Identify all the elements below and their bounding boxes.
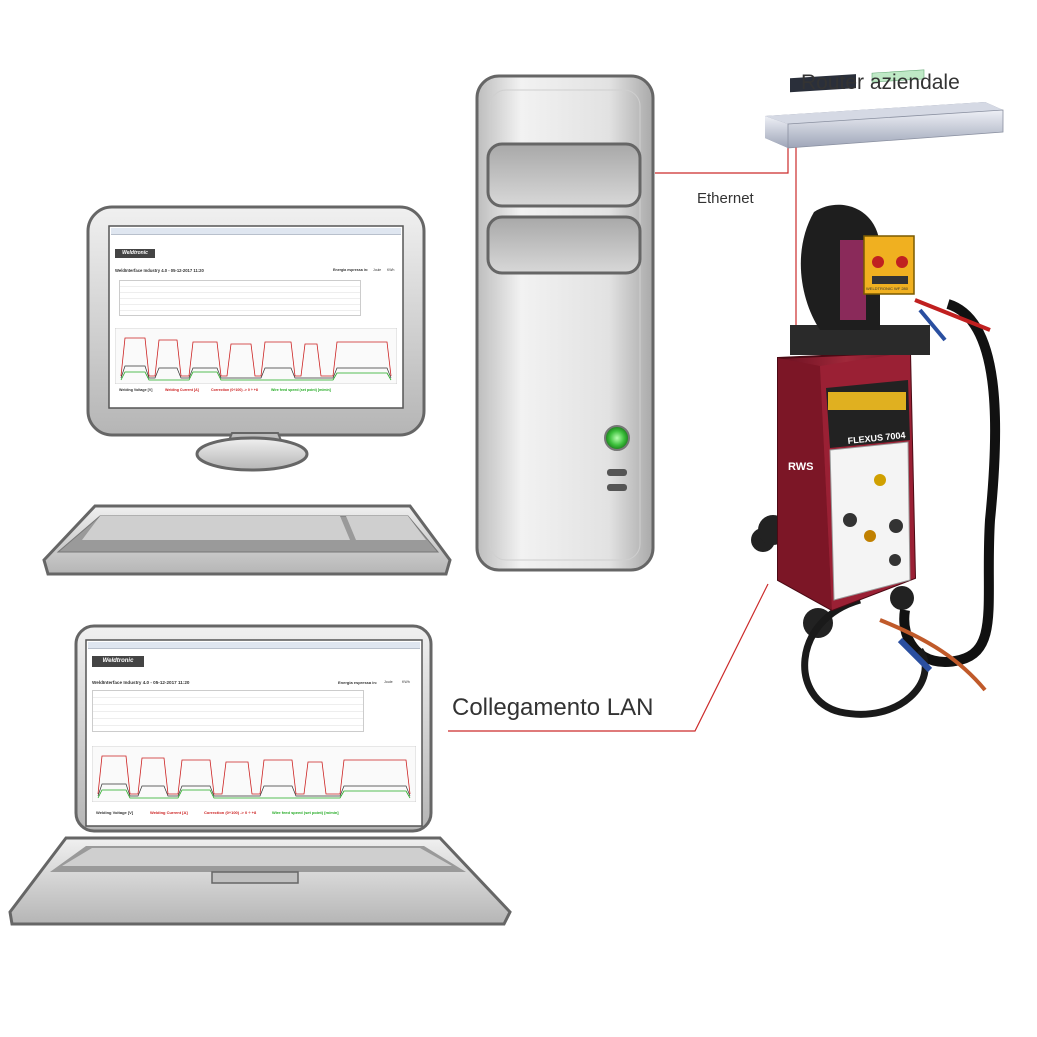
energy-unit-joule: Joule <box>373 268 382 272</box>
lan-label: Collegamento LAN <box>452 694 654 721</box>
legend-correction: Correction (0÷100) -> 0 ÷ +8 <box>211 388 258 392</box>
app-logo: Weldtronic <box>115 249 155 258</box>
tower-pc <box>475 74 655 572</box>
legend-voltage: Welding Voltage [V] <box>96 810 134 815</box>
feeder-label: WELDTRONIC WF 280 <box>866 286 909 291</box>
energy-unit-joule: Joule <box>384 680 393 684</box>
welding-chart <box>115 328 397 384</box>
legend-wire-feed: Wire feed speed (set point) [m/min] <box>272 810 339 815</box>
window-titlebar <box>88 642 420 649</box>
legend-voltage: Welding Voltage [V] <box>119 388 153 392</box>
data-table <box>92 690 364 732</box>
session-title: WeldInterface Industry 4.0 - 05-12-2017 … <box>115 268 204 273</box>
legend-current: Welding Current [A] <box>150 810 188 815</box>
legend-correction: Correction (0÷100) -> 0 ÷ +8 <box>204 810 257 815</box>
laptop-screen: Weldtronic WeldInterface Industry 4.0 - … <box>88 642 420 824</box>
router-label: Router aziendale <box>801 71 960 94</box>
machine-brand: RWS <box>788 461 813 473</box>
session-title: WeldInterface Industry 4.0 - 05-12-2017 … <box>92 680 190 685</box>
legend-current: Welding Current [A] <box>165 388 199 392</box>
power-led <box>604 425 630 451</box>
data-table <box>119 280 361 316</box>
energy-unit-kwh: KWh <box>387 268 395 272</box>
ethernet-cable-pc <box>655 140 789 174</box>
window-titlebar <box>111 228 401 235</box>
connection-lines <box>448 140 797 732</box>
app-logo: Weldtronic <box>92 656 144 667</box>
legend-wire-feed: Wire feed speed (set point) [m/min] <box>271 388 331 392</box>
energy-label: Energia espressa in: <box>338 680 378 685</box>
energy-unit-kwh: KWh <box>402 680 410 684</box>
desktop-keyboard <box>42 504 452 576</box>
ethernet-label: Ethernet <box>697 190 754 207</box>
welding-machine <box>751 204 1001 718</box>
lan-cable <box>448 583 769 732</box>
welding-chart <box>92 746 416 802</box>
router-device <box>765 69 1004 149</box>
desktop-screen: Weldtronic WeldInterface Industry 4.0 - … <box>111 228 401 406</box>
energy-label: Energia espressa in: <box>333 268 369 272</box>
